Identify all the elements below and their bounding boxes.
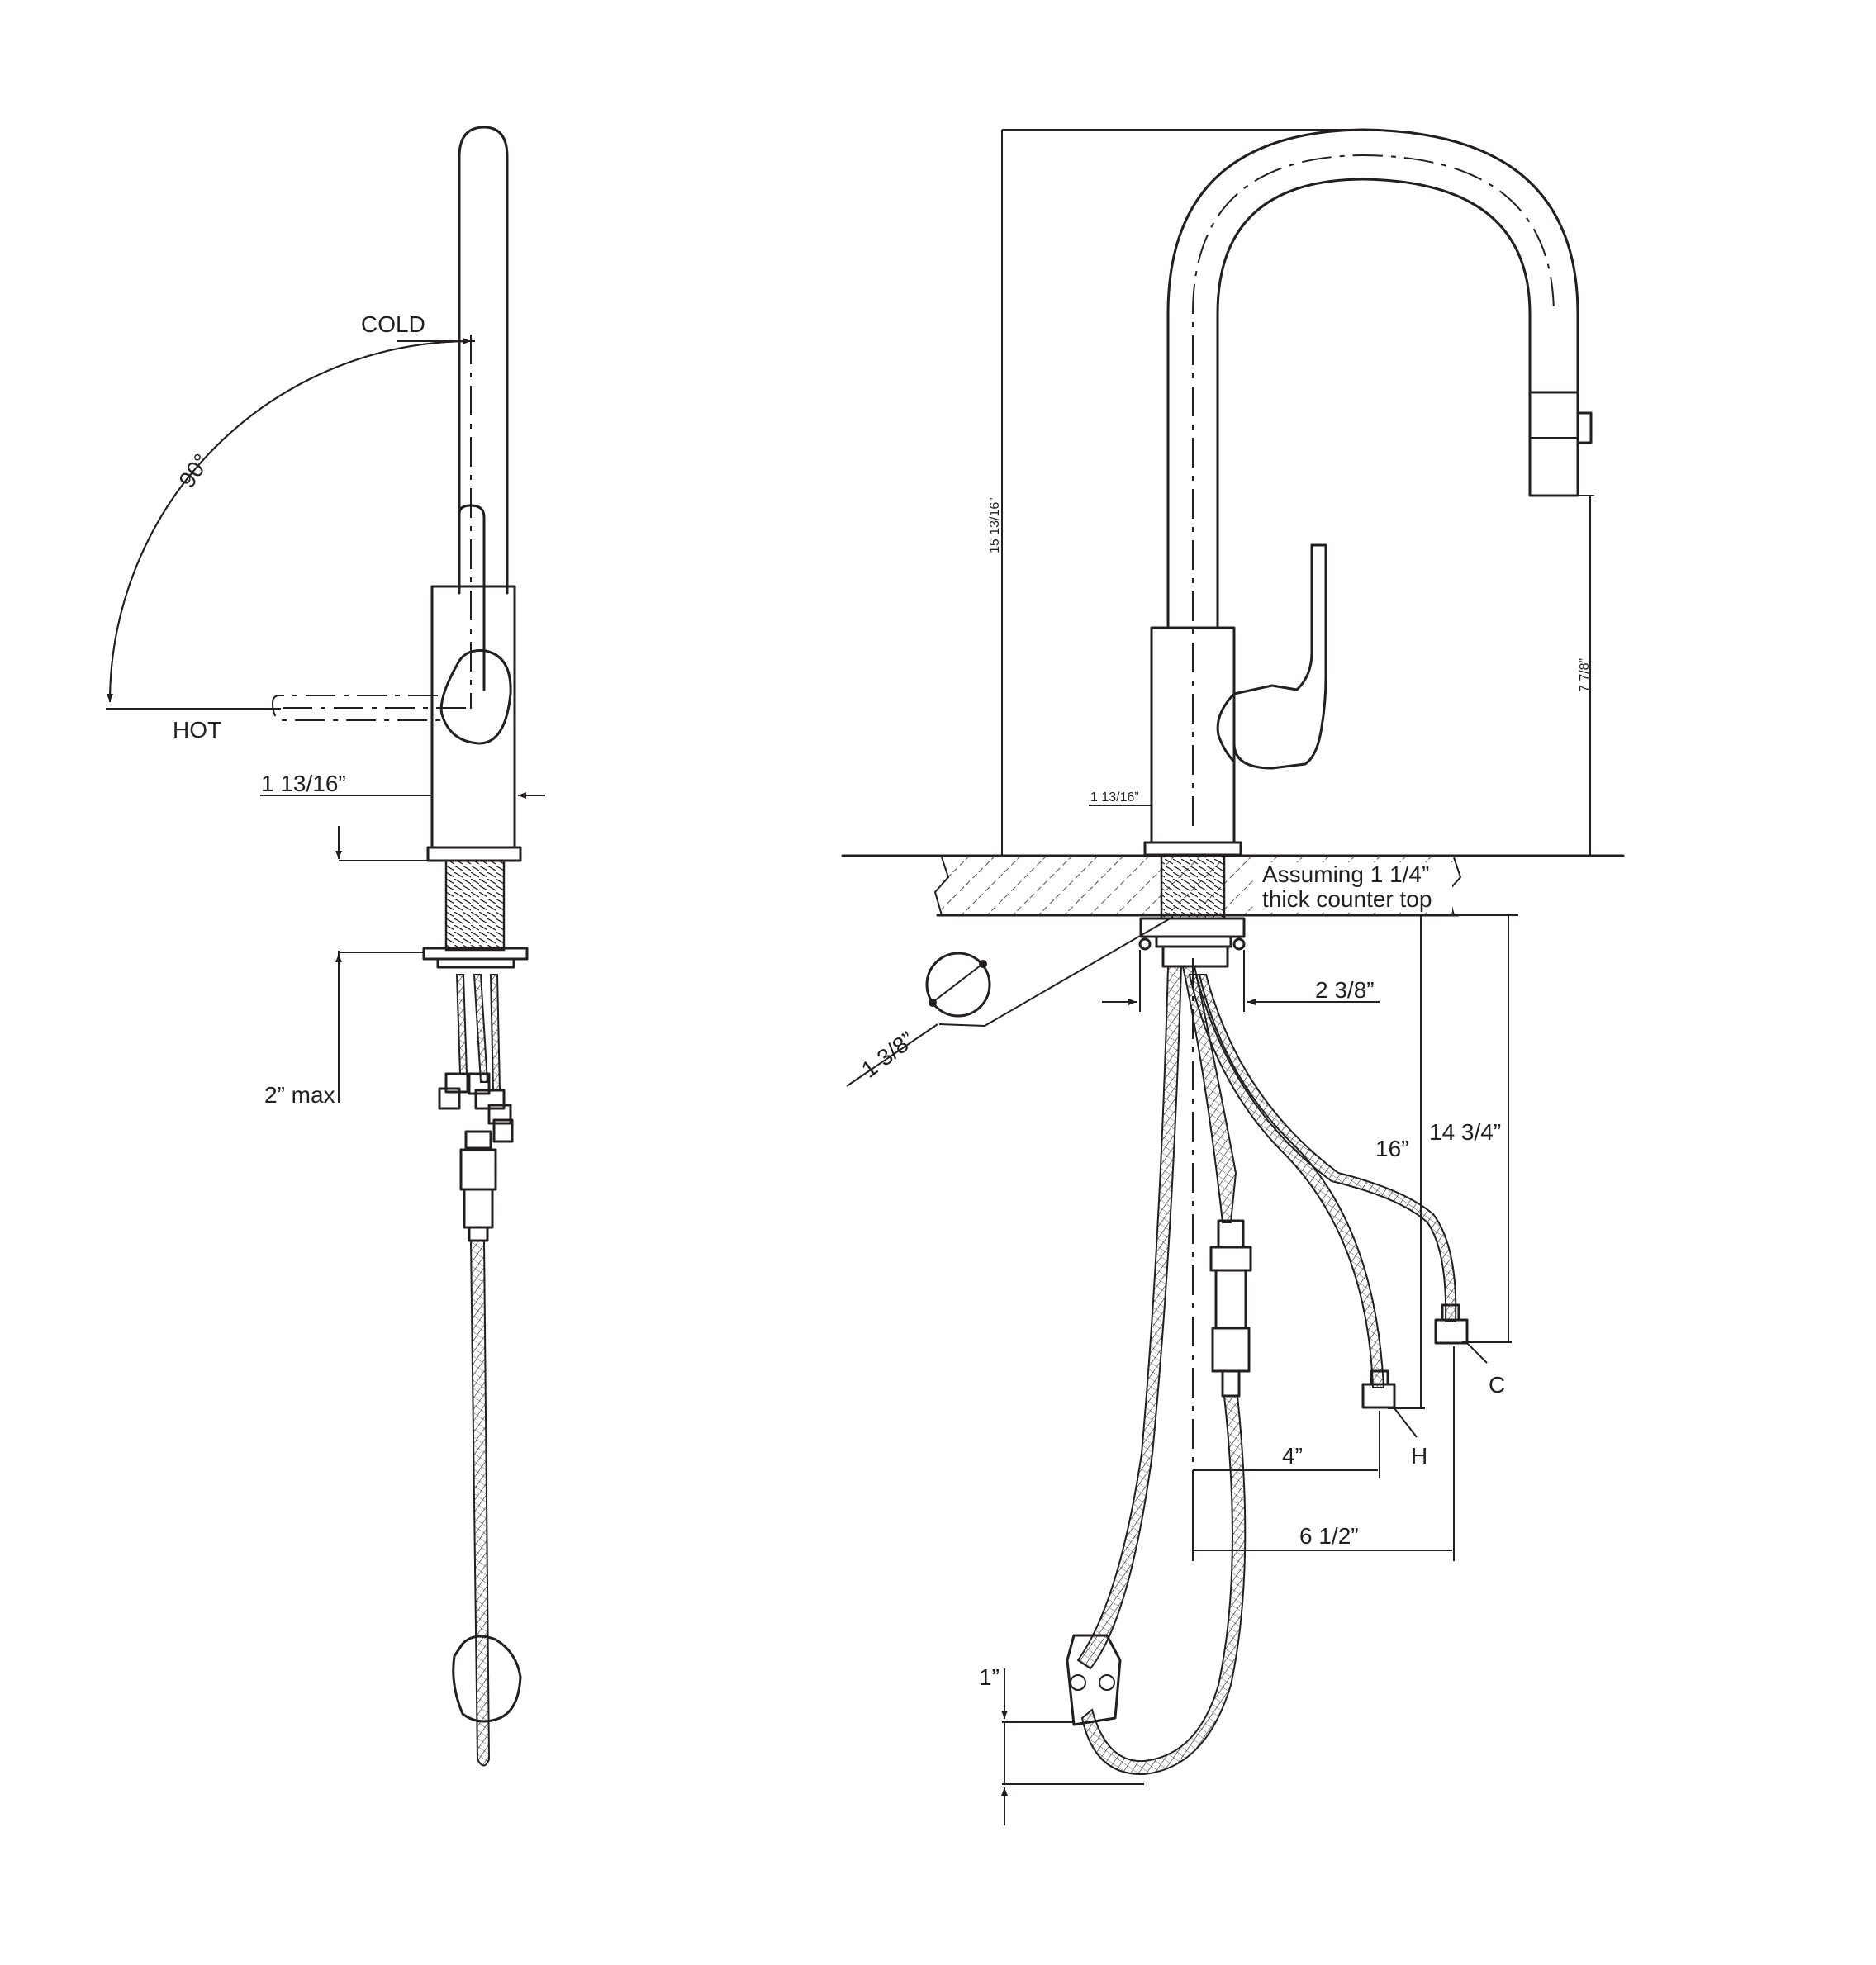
front-nut-bolt-left [1138, 937, 1152, 951]
front-shank [1160, 854, 1226, 920]
hole-label: 1 3/8” [857, 1027, 919, 1083]
front-weight-screw-2 [1099, 1674, 1115, 1691]
hole-leader [938, 916, 1174, 1028]
side-pullout-hose [469, 1240, 491, 1767]
base-width-label: 2 3/8” [1315, 977, 1375, 1003]
front-base-plate [1143, 841, 1242, 857]
cold-label: COLD [361, 311, 425, 337]
front-nut-thread [1161, 945, 1229, 968]
side-nut [436, 957, 515, 969]
side-weight [452, 1635, 522, 1723]
front-handle [1232, 543, 1327, 770]
front-quick-connect [1209, 1219, 1252, 1398]
hose-h-label: 16” [1375, 1136, 1408, 1161]
hole-diameter-line [930, 961, 985, 1004]
side-view: COLD HOT 90° 1 13/16” 2” max [106, 126, 545, 1767]
weight-clearance-label: 1” [979, 1664, 1000, 1690]
side-hose-3 [473, 974, 489, 1083]
side-base-plate [426, 846, 522, 862]
offset-c-label: 6 1/2” [1299, 1523, 1359, 1549]
hole-label-leader [846, 1023, 938, 1087]
front-cold-hose [1194, 974, 1457, 1322]
counter-note-line1: Assuming 1 1/4” [1262, 861, 1429, 887]
height-label: 15 13/16” [988, 497, 1002, 553]
counter-note-bg [1254, 862, 1452, 912]
offset-h-label: 4” [1282, 1443, 1303, 1469]
front-spray-head [1528, 391, 1579, 497]
side-hose-2 [489, 974, 501, 1091]
front-head-hose [1080, 1395, 1247, 1776]
side-width-label: 1 13/16” [261, 771, 346, 796]
front-width-label: 1 13/16” [1090, 790, 1139, 805]
counter-break-left [933, 857, 950, 916]
side-lever-knob [439, 649, 512, 745]
side-body [430, 585, 516, 849]
side-hose-1 [455, 974, 468, 1075]
side-fittings [438, 1072, 514, 1242]
hot-marker-leader [1394, 1407, 1418, 1438]
side-lever-hot [271, 695, 446, 721]
front-spray-button [1576, 411, 1593, 444]
side-shank [444, 859, 506, 952]
cold-fitting [1434, 1303, 1469, 1345]
hot-label: HOT [173, 717, 221, 743]
front-spout-inner [1216, 178, 1532, 629]
front-centerline-arch [1192, 154, 1555, 826]
side-spout [458, 126, 509, 595]
side-below-label: 2” max [264, 1082, 335, 1108]
hot-marker: H [1411, 1443, 1427, 1469]
front-washer [1139, 917, 1246, 938]
counter-note-line2: thick counter top [1262, 886, 1432, 912]
cold-marker-leader [1465, 1341, 1488, 1364]
side-angle-arc-back [109, 338, 472, 703]
front-pullout-hose [1076, 966, 1183, 1670]
front-nut [1155, 935, 1232, 948]
front-view: Assuming 1 1/4” thick counter top 15 13/… [841, 128, 1625, 1825]
cold-marker: C [1489, 1372, 1505, 1398]
hole-point-b [979, 960, 987, 968]
front-handle-shadow [1216, 692, 1236, 763]
hot-fitting [1361, 1369, 1396, 1409]
hole-point-a [929, 999, 937, 1007]
front-weight [1066, 1634, 1122, 1726]
front-nut-bolt-right [1232, 937, 1246, 951]
hose-c-label: 14 3/4” [1429, 1119, 1501, 1145]
hole-circle [925, 952, 991, 1018]
spout-height-label: 7 7/8” [1578, 658, 1592, 692]
angle-label: 90° [173, 449, 215, 492]
front-spout-outer [1166, 128, 1579, 629]
front-weight-screw-1 [1070, 1674, 1086, 1691]
side-angle-arc [107, 340, 472, 703]
